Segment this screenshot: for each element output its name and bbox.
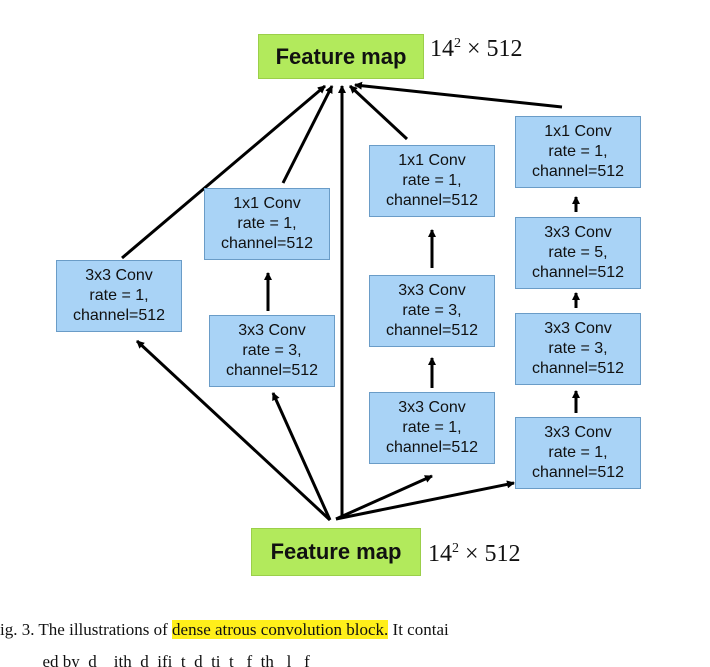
top-feature-map: Feature map — [258, 34, 424, 79]
branch4-conv-3x3-rate5: 3x3 Conv rate = 5, channel=512 — [515, 217, 641, 289]
branch2-conv-1x1: 1x1 Conv rate = 1, channel=512 — [204, 188, 330, 260]
branch1-conv-3x3-rate1: 3x3 Conv rate = 1, channel=512 — [56, 260, 182, 332]
arrow-branch2-to-top — [281, 85, 334, 184]
branch4-conv-1x1: 1x1 Conv rate = 1, channel=512 — [515, 116, 641, 188]
branch2-conv-3x3-rate3: 3x3 Conv rate = 3, channel=512 — [209, 315, 335, 387]
arrow-bottom-to-branch2 — [271, 392, 332, 521]
figure-caption-line2: ed by d ith d ifi t d ti t f th l f — [0, 652, 319, 667]
arrow-bottom-to-branch3 — [335, 474, 433, 521]
arrow-bottom-to-branch1 — [135, 339, 332, 522]
caption-highlight: dense atrous convolution block. — [172, 620, 389, 639]
arrow-bottom-to-branch4 — [335, 480, 515, 521]
bottom-feature-map: Feature map — [251, 528, 421, 576]
top-feature-map-label: Feature map — [275, 43, 407, 69]
figure-caption: ig. 3. The illustrations of dense atrous… — [0, 620, 449, 639]
arrow-branch4-to-top — [354, 81, 563, 109]
branch4-conv-3x3-rate3: 3x3 Conv rate = 3, channel=512 — [515, 313, 641, 385]
bottom-feature-map-label: Feature map — [270, 539, 402, 564]
bottom-dimension-label: 142 × 512 — [428, 541, 521, 567]
arrow-branch3-to-top — [348, 84, 409, 141]
branch3-conv-3x3-rate1: 3x3 Conv rate = 1, channel=512 — [369, 392, 495, 464]
top-dimension-label: 142 × 512 — [430, 36, 523, 62]
branch4-conv-3x3-rate1: 3x3 Conv rate = 1, channel=512 — [515, 417, 641, 489]
branch3-conv-1x1: 1x1 Conv rate = 1, channel=512 — [369, 145, 495, 217]
arrow-branch1-to-top — [121, 84, 326, 260]
branch3-conv-3x3-rate3: 3x3 Conv rate = 3, channel=512 — [369, 275, 495, 347]
